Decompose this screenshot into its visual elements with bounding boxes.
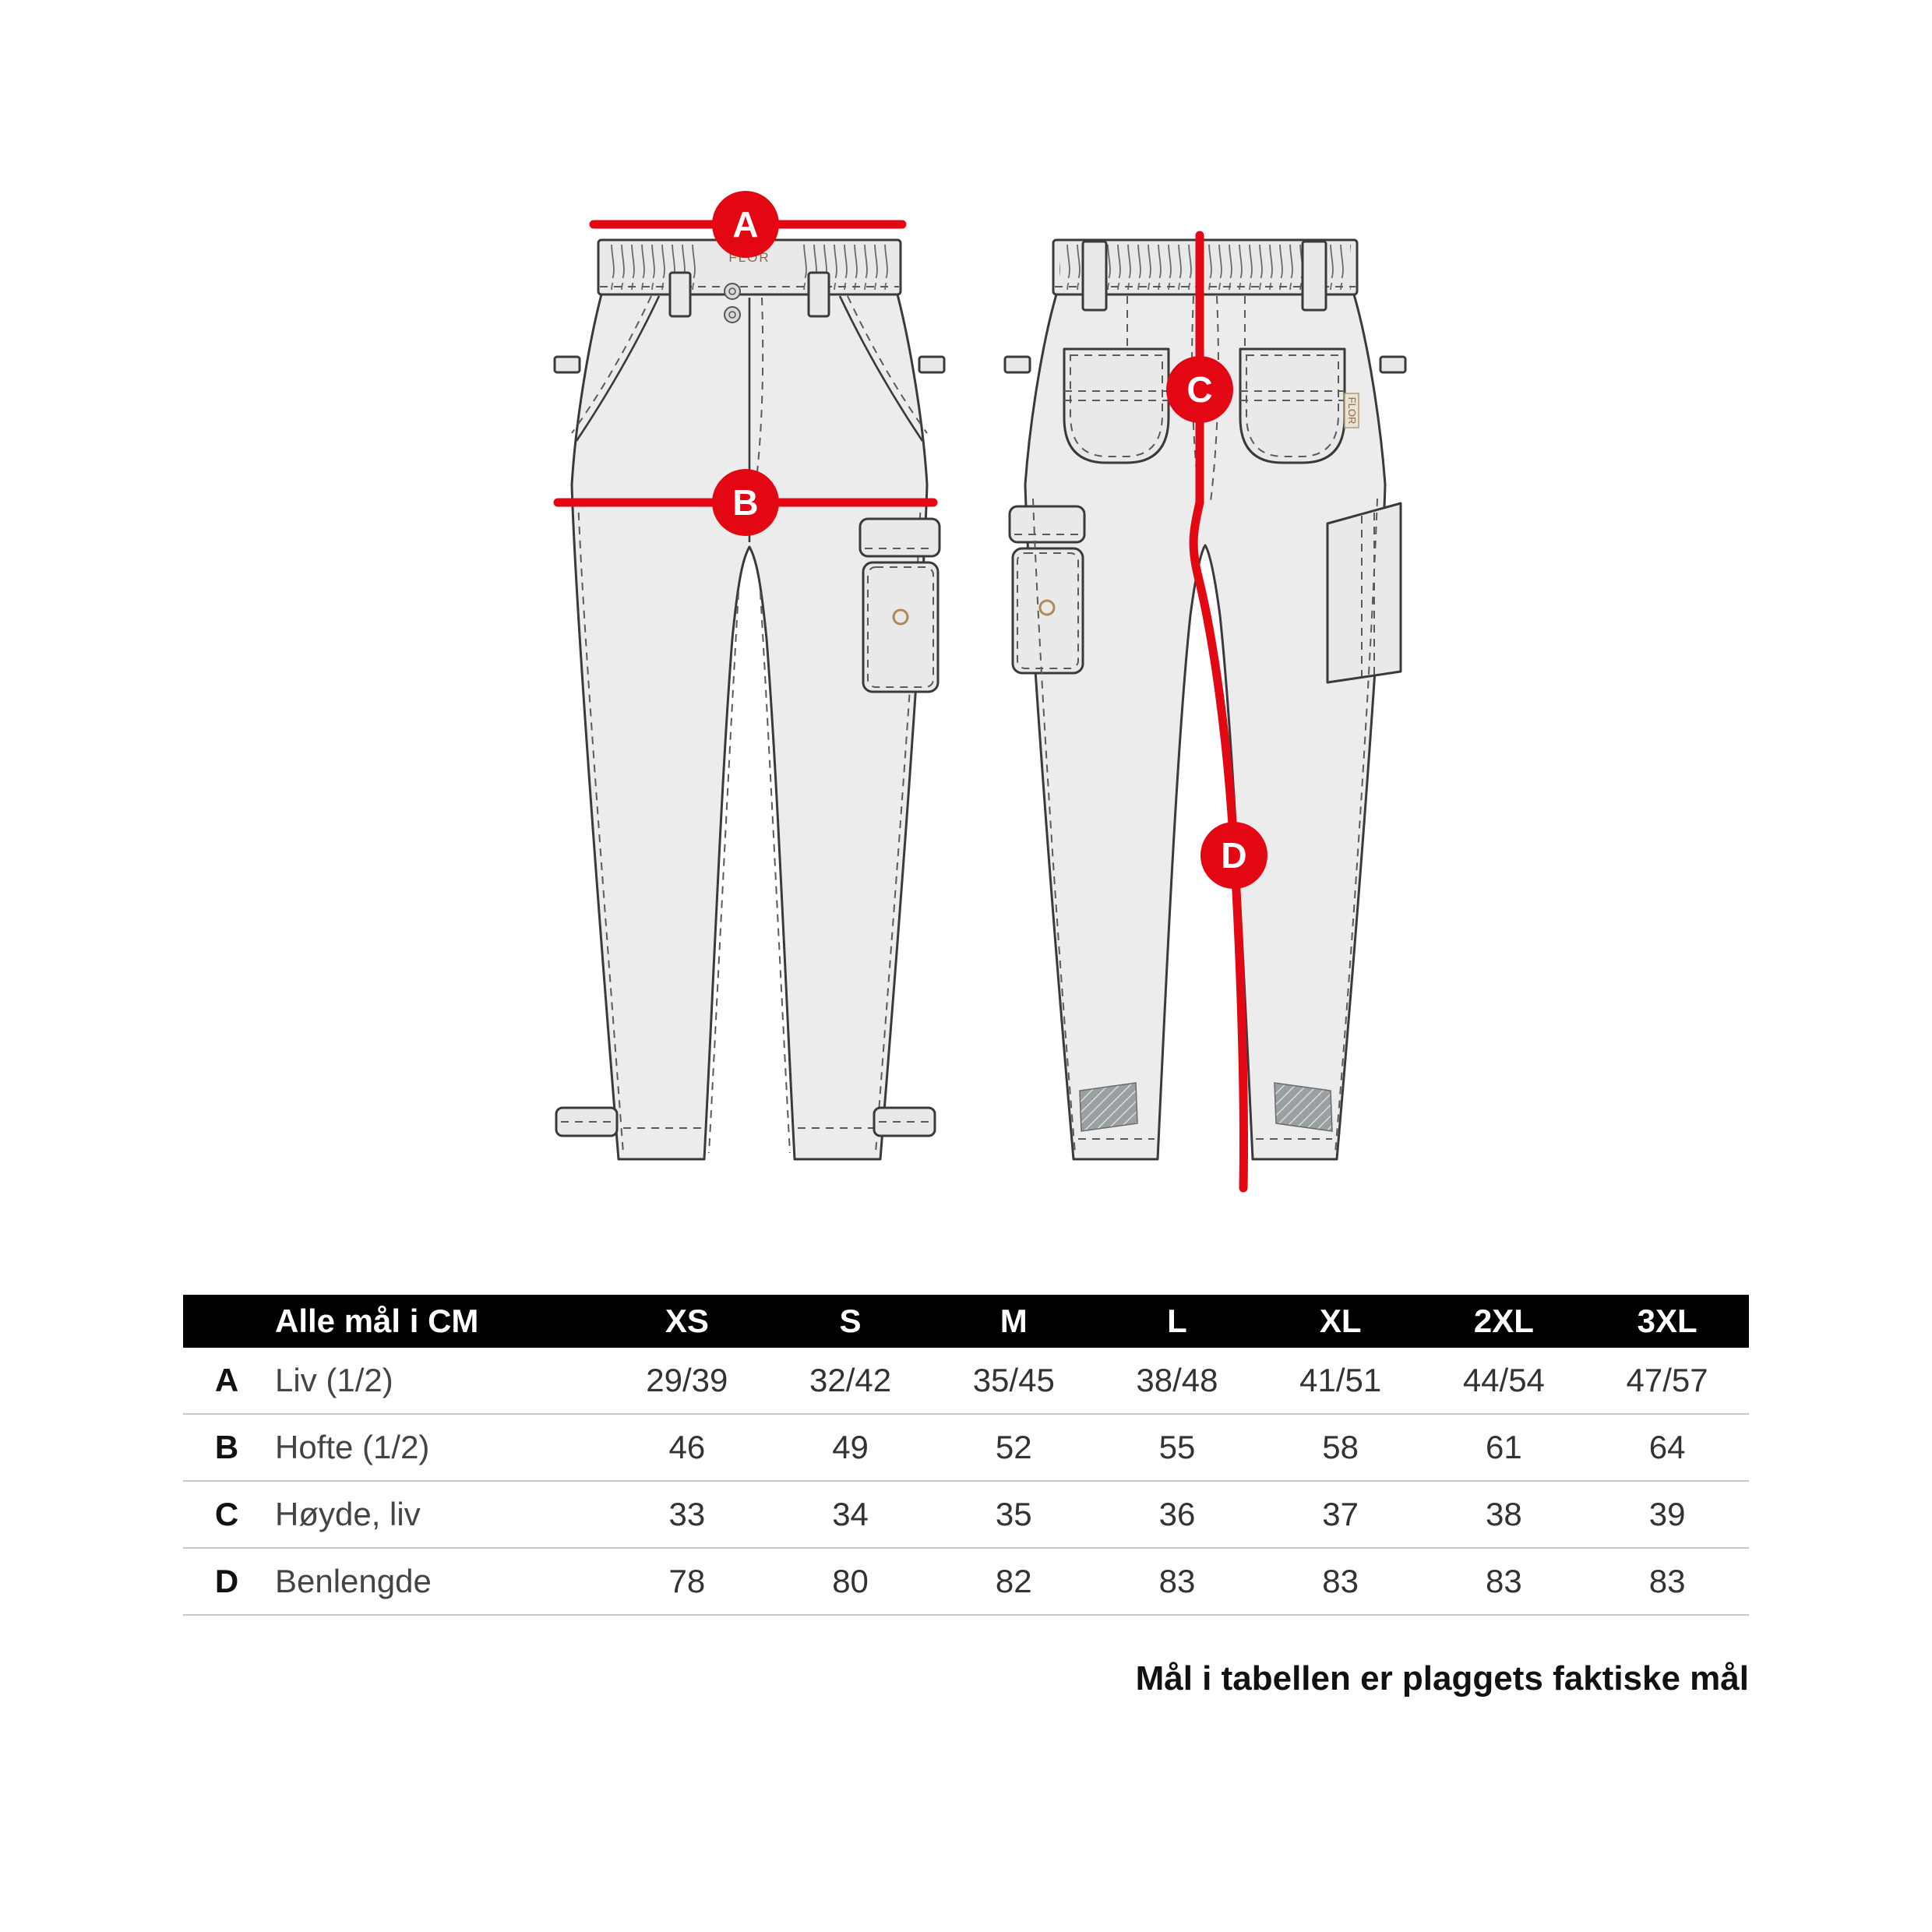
back-pocket-right — [1239, 347, 1346, 464]
size-header-3xl: 3XL — [1585, 1295, 1749, 1348]
size-header-l: L — [1095, 1295, 1259, 1348]
table-row: C Høyde, liv 33 34 35 36 37 38 39 — [183, 1481, 1749, 1549]
row-letter: D — [183, 1548, 270, 1616]
marker-d-letter: D — [1221, 835, 1246, 876]
marker-d-circle — [1200, 822, 1267, 889]
measure-line-d — [1189, 498, 1248, 1193]
row-label: Hofte (1/2) — [270, 1414, 605, 1482]
row-label: Liv (1/2) — [270, 1348, 605, 1415]
size-header-s: S — [768, 1295, 933, 1348]
tool-pocket-back — [1326, 502, 1402, 684]
row-letter: A — [183, 1348, 270, 1415]
measurement-annotations: A B C D — [553, 191, 1267, 1193]
value-cell: 83 — [1422, 1548, 1586, 1616]
value-cell: 35/45 — [932, 1348, 1096, 1415]
pants-back-drawing: FLOR — [1003, 238, 1407, 1161]
row-letter: B — [183, 1414, 270, 1482]
row-label: Høyde, liv — [270, 1481, 605, 1549]
table-footnote: Mål i tabellen er plaggets faktiske mål — [1135, 1659, 1749, 1698]
belt-loop — [1301, 240, 1327, 312]
value-cell: 38/48 — [1095, 1348, 1259, 1415]
marker-b-circle — [712, 469, 779, 536]
size-header-xl: XL — [1258, 1295, 1423, 1348]
value-cell: 46 — [605, 1414, 769, 1482]
value-cell: 36 — [1095, 1481, 1259, 1549]
marker-a-circle — [712, 191, 779, 258]
size-diagram: FLOR — [553, 191, 1407, 1193]
value-cell: 39 — [1585, 1481, 1749, 1549]
value-cell: 47/57 — [1585, 1348, 1749, 1415]
belt-loop — [668, 271, 692, 318]
value-cell: 34 — [768, 1481, 933, 1549]
value-cell: 83 — [1095, 1548, 1259, 1616]
pocket-ring — [1038, 599, 1056, 616]
table-row: D Benlengde 78 80 82 83 83 83 83 — [183, 1548, 1749, 1616]
brand-tag-text: FLOR — [1346, 397, 1358, 425]
cargo-pocket-front — [858, 517, 941, 693]
value-cell: 61 — [1422, 1414, 1586, 1482]
pocket-ring — [892, 608, 909, 626]
side-tab — [1379, 355, 1407, 374]
reflective-strip — [1079, 1082, 1138, 1132]
value-cell: 64 — [1585, 1414, 1749, 1482]
belt-loop — [1081, 240, 1108, 312]
value-cell: 58 — [1258, 1414, 1423, 1482]
row-label: Benlengde — [270, 1548, 605, 1616]
value-cell: 41/51 — [1258, 1348, 1423, 1415]
reflective-strip — [1274, 1082, 1333, 1132]
header-corner-cell — [183, 1295, 270, 1348]
side-tab — [1003, 355, 1031, 374]
marker-b-letter: B — [732, 482, 758, 523]
side-tab — [553, 355, 581, 374]
value-cell: 55 — [1095, 1414, 1259, 1482]
marker-a-letter: A — [732, 204, 758, 245]
value-cell: 82 — [932, 1548, 1096, 1616]
pocket-opening — [838, 295, 924, 442]
size-table: Alle mål i CM XS S M L XL 2XL 3XL A Liv … — [183, 1295, 1749, 1616]
brand-tag: FLOR — [1344, 393, 1359, 428]
value-cell: 33 — [605, 1481, 769, 1549]
pocket-opening — [575, 295, 661, 442]
waist-button — [724, 306, 741, 323]
value-cell: 32/42 — [768, 1348, 933, 1415]
marker-c-letter: C — [1186, 369, 1212, 410]
size-header-2xl: 2XL — [1422, 1295, 1586, 1348]
cargo-pocket-back — [1008, 505, 1086, 675]
table-row: B Hofte (1/2) 46 49 52 55 58 61 64 — [183, 1414, 1749, 1482]
value-cell: 52 — [932, 1414, 1096, 1482]
size-table-section: Alle mål i CM XS S M L XL 2XL 3XL A Liv … — [183, 1295, 1749, 1698]
size-header-xs: XS — [605, 1295, 769, 1348]
side-tab — [918, 355, 946, 374]
ankle-tab — [555, 1106, 619, 1137]
value-cell: 29/39 — [605, 1348, 769, 1415]
value-cell: 78 — [605, 1548, 769, 1616]
ankle-tab — [873, 1106, 936, 1137]
value-cell: 49 — [768, 1414, 933, 1482]
waist-button — [724, 283, 741, 300]
row-letter: C — [183, 1481, 270, 1549]
value-cell: 38 — [1422, 1481, 1586, 1549]
size-header-m: M — [932, 1295, 1096, 1348]
header-measure-label: Alle mål i CM — [270, 1295, 605, 1348]
marker-c-circle — [1166, 356, 1233, 423]
value-cell: 44/54 — [1422, 1348, 1586, 1415]
belt-loop — [807, 271, 830, 318]
value-cell: 83 — [1258, 1548, 1423, 1616]
pants-front-drawing: FLOR — [553, 238, 946, 1161]
value-cell: 83 — [1585, 1548, 1749, 1616]
table-header-row: Alle mål i CM XS S M L XL 2XL 3XL — [183, 1295, 1749, 1348]
value-cell: 37 — [1258, 1481, 1423, 1549]
value-cell: 80 — [768, 1548, 933, 1616]
value-cell: 35 — [932, 1481, 1096, 1549]
back-pocket-left — [1063, 347, 1170, 464]
table-row: A Liv (1/2) 29/39 32/42 35/45 38/48 41/5… — [183, 1348, 1749, 1415]
